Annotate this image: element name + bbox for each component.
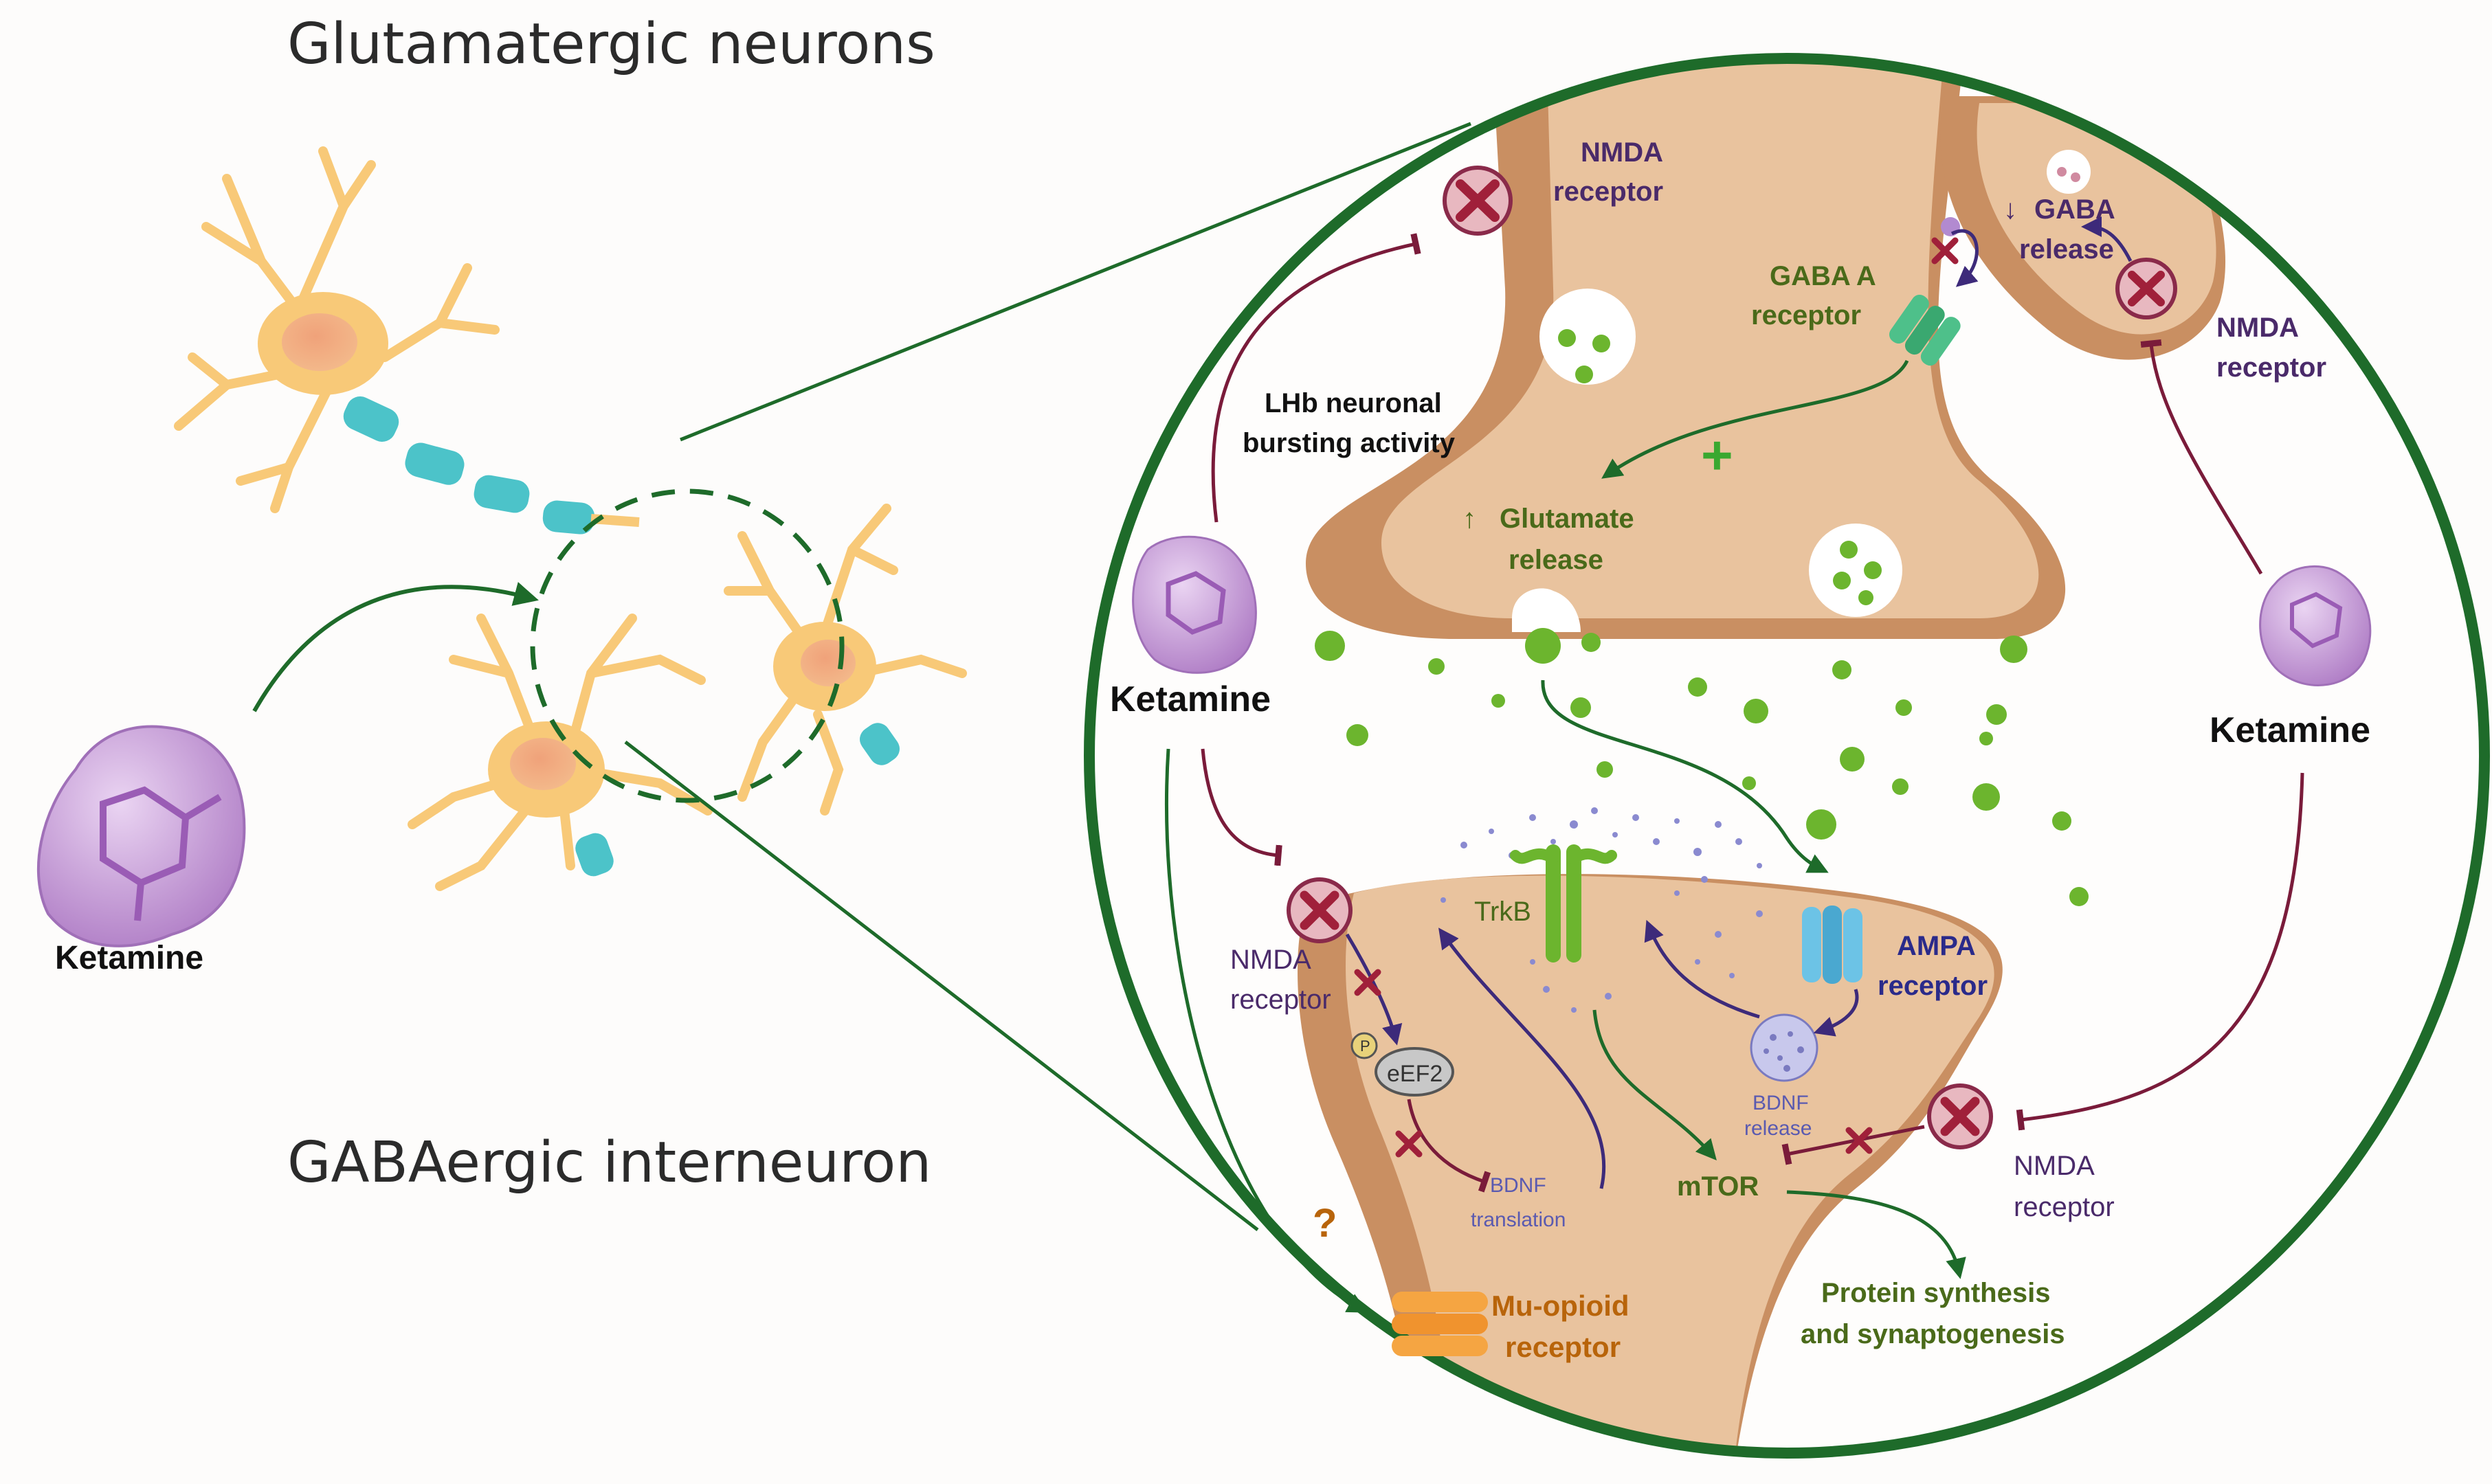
- axon-right: [860, 723, 900, 765]
- gabaergic-neuron: [408, 614, 713, 891]
- arrow-bdnf-release-trkb: [1644, 919, 1760, 1019]
- title-glutamatergic: Glutamatergic neurons: [287, 12, 935, 77]
- ketamine-molecule-right: [2259, 565, 2372, 686]
- nmda-receptor-gaba: [2115, 258, 2177, 319]
- ketamine-label-mid: Ketamine: [1110, 679, 1271, 719]
- bdnf-translation-label-1: BDNF: [1490, 1174, 1546, 1197]
- glutamate-label-2: release: [1509, 545, 1603, 575]
- nucleus-right: [801, 640, 856, 686]
- inhibit-ketamine-nmda-post-left: [1201, 748, 1282, 866]
- arrow-nmda-gaba-release: [2081, 216, 2133, 262]
- arrow-ketamine-to-neurons: [252, 582, 539, 712]
- mu-opioid-receptor: [1392, 1292, 1488, 1356]
- protein-label-2: and synaptogenesis: [1801, 1319, 2065, 1349]
- mu-opioid-label-1: Mu-opioid: [1491, 1290, 1629, 1322]
- eef2-label: eEF2: [1387, 1061, 1443, 1087]
- gaba-release-label-2: release: [2019, 234, 2114, 265]
- mtor-label: mTOR: [1677, 1171, 1759, 1202]
- phospho-group: [1350, 1032, 1378, 1059]
- nmda-receptor-post-right: [1927, 1083, 1993, 1149]
- ketamine-molecule-left: [36, 725, 246, 947]
- arrow-bdnf-translation-trkb: [1438, 928, 1606, 1189]
- zoom-line-top: [680, 122, 1471, 442]
- inhibit-eef2-bdnf: [1407, 1099, 1491, 1193]
- vesicles: [1512, 150, 2091, 664]
- mu-opioid-label-2: receptor: [1505, 1331, 1621, 1363]
- bdnf-vesicle: [1750, 1013, 1818, 1082]
- bdnf-release-label-2: release: [1744, 1117, 1812, 1140]
- bdnf-vesicle-dots: [1764, 1031, 1804, 1072]
- bdnf-molecules: [1440, 807, 1763, 1013]
- zoom-line-bottom: [624, 741, 1259, 1231]
- nmda-receptor-top: [1443, 166, 1513, 236]
- zoom-circle-border: [1084, 53, 2490, 1459]
- trkb-receptor: [1510, 844, 1617, 963]
- bdnf-translation-label-2: translation: [1471, 1208, 1566, 1231]
- nmda-postright-label-2: receptor: [2014, 1192, 2115, 1222]
- ketamine-structure-right: [2290, 592, 2343, 649]
- protein-label-1: Protein synthesis: [1821, 1278, 2050, 1308]
- phospho-label: P: [1360, 1037, 1370, 1055]
- nmda-postleft-label-2: receptor: [1230, 985, 1331, 1015]
- eef2-protein: [1375, 1047, 1454, 1097]
- nmda-top-label-1: NMDA: [1581, 137, 1663, 168]
- ketamine-molecule-mid: [1132, 535, 1257, 674]
- gaba-down-arrow: ↓: [2003, 194, 2017, 225]
- inhibit-ketamine-nmda-gaba: [2140, 339, 2263, 575]
- ketamine-structure-mid: [1166, 571, 1226, 635]
- ampa-label-1: AMPA: [1897, 931, 1976, 961]
- glutamate-label-1: Glutamate: [1500, 504, 1634, 534]
- plus-sign: +: [1701, 425, 1733, 486]
- axon-top: [343, 396, 640, 535]
- gaba-a-receptor: [1889, 295, 1961, 366]
- arrow-trkb-mtor: [1592, 1009, 1717, 1161]
- gaba-release-label-1: GABA: [2034, 194, 2115, 225]
- nmda-right-label-2: receptor: [2216, 352, 2326, 383]
- inhibit-nmda-mtor: [1781, 1125, 1925, 1165]
- inhibit-ketamine-nmda-top: [1211, 233, 1421, 523]
- presynaptic-terminal: [1381, 58, 2039, 618]
- inhibit-ketamine-nmda-post-right: [2016, 772, 2304, 1131]
- title-gabaergic: GABAergic interneuron: [287, 1130, 931, 1195]
- zoom-highlight-circle: [530, 488, 845, 803]
- glutamatergic-neuron-right: [724, 504, 967, 816]
- lhb-label-1: LHb neuronal: [1265, 388, 1442, 418]
- glutamate-up-arrow: ↑: [1462, 504, 1476, 534]
- nmda-receptor-post-left: [1287, 877, 1353, 943]
- nmda-right-label-1: NMDA: [2216, 313, 2299, 343]
- nmda-top-label-2: receptor: [1553, 177, 1663, 207]
- lhb-label-2: bursting activity: [1243, 428, 1456, 458]
- ampa-receptor: [1802, 906, 1862, 984]
- nmda-postright-label-1: NMDA: [2014, 1151, 2095, 1181]
- gaba-a-label-2: receptor: [1751, 300, 1861, 330]
- arrow-gaba-release-gabaa: [1950, 229, 1979, 287]
- nucleus-gaba: [510, 738, 576, 790]
- ketamine-label-right: Ketamine: [2210, 710, 2370, 750]
- block-marks: [1354, 237, 1959, 1158]
- arrow-mtor-protein: [1786, 1190, 1966, 1279]
- question-mark: ?: [1313, 1201, 1337, 1246]
- ampa-label-2: receptor: [1878, 971, 1988, 1001]
- gaba-a-label-1: GABA A: [1770, 261, 1876, 291]
- arrow-ketamine-muopioid: [1165, 748, 1368, 1313]
- ketamine-structure-left: [100, 786, 222, 921]
- glutamatergic-neuron-top: [174, 146, 500, 513]
- glutamate-molecules: [1315, 631, 2089, 906]
- arrow-glutamate-ampa: [1541, 679, 1829, 873]
- arrow-ampa-bdnf: [1813, 989, 1859, 1037]
- ketamine-label-left: Ketamine: [55, 940, 203, 976]
- axon-gaba: [575, 833, 614, 877]
- arrow-gabaa-glutamate: [1601, 359, 1909, 479]
- nucleus-top: [282, 313, 357, 371]
- bdnf-release-label-1: BDNF: [1753, 1092, 1809, 1114]
- trkb-label: TrkB: [1474, 897, 1531, 927]
- nmda-postleft-label-1: NMDA: [1230, 945, 1311, 975]
